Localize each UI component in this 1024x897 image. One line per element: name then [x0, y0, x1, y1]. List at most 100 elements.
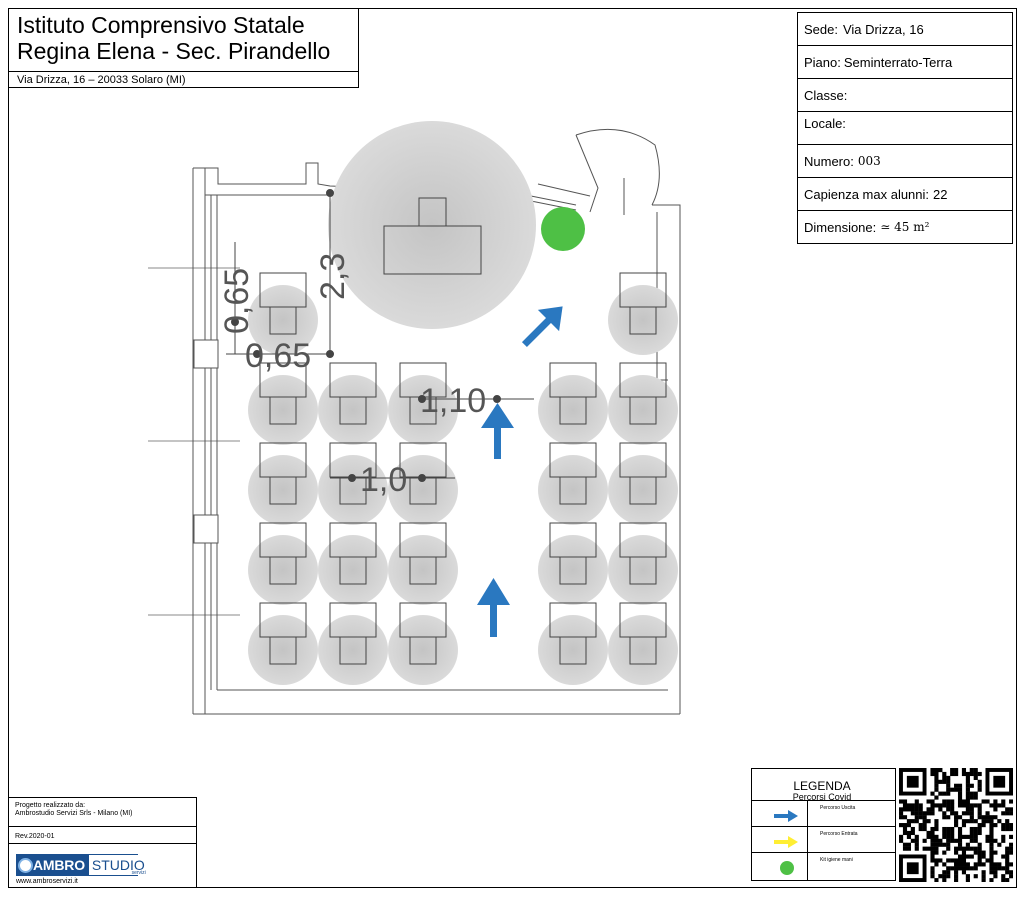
chair-rectangle [339, 396, 367, 425]
chair-rectangle [559, 556, 587, 585]
logo-text-servizi: servizi [131, 870, 146, 876]
exit-arrow-up-2 [477, 578, 510, 637]
school-name-line1: Istituto Comprensivo Statale [17, 12, 305, 38]
info-value-dimensione: ≃ 45 m² [880, 220, 930, 234]
student-desks [248, 272, 678, 685]
seat-distance-circle [248, 375, 318, 445]
student-seat [608, 442, 678, 525]
chair-rectangle [629, 306, 657, 335]
chair-rectangle [269, 476, 297, 505]
info-label-locale: Locale: [804, 116, 846, 131]
info-row-piano: Piano: Seminterrato-Terra [798, 46, 1012, 79]
title-block: Istituto Comprensivo Statale Regina Elen… [8, 8, 359, 88]
info-label-piano: Piano: [804, 54, 841, 70]
arrow-right-icon [774, 810, 798, 822]
seat-distance-circle [248, 455, 318, 525]
seat-distance-circle [608, 615, 678, 685]
seat-distance-circle [608, 535, 678, 605]
legend-symbol-entry [752, 827, 808, 852]
student-seat [538, 602, 608, 685]
logo-right: STUDIO servizi [88, 855, 148, 876]
dim-label-aisle-middle: 1,0 [360, 461, 407, 499]
seat-distance-circle [248, 615, 318, 685]
info-value-piano: Seminterrato-Terra [843, 54, 953, 70]
chair-rectangle [269, 306, 297, 335]
legend-label-exit: Percorso Uscita [820, 805, 856, 811]
chair-rectangle [269, 636, 297, 665]
student-seat [608, 362, 678, 445]
dot-icon [780, 861, 794, 875]
chair-rectangle [409, 556, 437, 585]
info-row-dimensione: Dimensione: ≃ 45 m² [798, 211, 1012, 243]
legend-symbol-sanitizer [752, 853, 808, 880]
info-label-classe: Classe: [804, 87, 848, 103]
info-label-dimensione: Dimensione: [804, 219, 877, 235]
seat-distance-circle [318, 535, 388, 605]
logo-left: AMBRO [17, 855, 89, 875]
legend-box: LEGENDA Percorsi Covid Percorso Uscita P… [751, 768, 896, 881]
seat-distance-circle [248, 285, 318, 355]
student-seat [388, 522, 458, 605]
student-seat [388, 602, 458, 685]
info-row-capienza: Capienza max alunni: 22 [798, 178, 1012, 211]
chair-rectangle [629, 556, 657, 585]
arrow-right-icon [774, 836, 798, 848]
seat-distance-circle [538, 455, 608, 525]
seat-distance-circle [318, 375, 388, 445]
chair-rectangle [339, 636, 367, 665]
seat-distance-circle [248, 535, 318, 605]
company-url[interactable]: www.ambroservizi.it [16, 878, 78, 885]
chair-rectangle [559, 636, 587, 665]
credits-divider [8, 826, 196, 827]
info-label-numero: Numero: [804, 153, 854, 169]
seat-distance-circle [608, 285, 678, 355]
room-info-table: Sede: Via Drizza, 16 Piano: Seminterrato… [797, 12, 1013, 244]
seat-distance-circle [608, 375, 678, 445]
seat-distance-circle [388, 535, 458, 605]
student-seat [318, 602, 388, 685]
student-seat [538, 362, 608, 445]
chair-rectangle [559, 476, 587, 505]
legend-symbol-exit [752, 801, 808, 826]
legend-label-sanitizer: Kit igiene mani [820, 857, 853, 863]
info-value-capienza: 22 [933, 186, 948, 202]
student-seat [318, 362, 388, 445]
seat-distance-circle [388, 375, 458, 445]
student-seat [248, 362, 318, 445]
dim-label-vertical-center: 2,3 [314, 253, 352, 300]
student-seat [248, 272, 318, 355]
logo-text-studio: STUDIO [91, 857, 145, 873]
chair-rectangle [339, 556, 367, 585]
seat-distance-circle [318, 615, 388, 685]
ambrostudio-logo: AMBRO STUDIO servizi [16, 854, 148, 876]
seat-distance-circle [388, 615, 458, 685]
seat-distance-circle [538, 375, 608, 445]
student-seat [608, 522, 678, 605]
credits-divider [8, 843, 196, 844]
dimension-labels: 0,65 2,3 0,65 1,10 1,0 [218, 253, 486, 499]
student-seat [318, 442, 388, 525]
credits-block: Progetto realizzato da: Ambrostudio Serv… [8, 797, 197, 888]
info-row-locale: Locale: [798, 112, 1012, 145]
seat-distance-circle [608, 455, 678, 525]
school-address: Via Drizza, 16 – 20033 Solaro (MI) [17, 74, 186, 86]
extension-lines [148, 267, 240, 616]
revision-label: Rev.2020-01 [15, 833, 55, 840]
info-value-sede: Via Drizza, 16 [842, 21, 924, 37]
seat-distance-circle [388, 455, 458, 525]
info-value-numero: 003 [857, 154, 881, 168]
info-row-numero: Numero: 003 [798, 145, 1012, 178]
student-seat [608, 272, 678, 355]
student-seat [538, 522, 608, 605]
qr-code-icon[interactable] [899, 768, 1013, 882]
school-name-line2: Regina Elena - Sec. Pirandello [17, 38, 331, 64]
student-seat [248, 522, 318, 605]
student-seat [318, 522, 388, 605]
dim-label-horizontal-left: 0,65 [245, 337, 311, 375]
logo-text-ambro: AMBRO [33, 857, 85, 873]
chair-rectangle [269, 556, 297, 585]
legend-row-sanitizer: Kit igiene mani [752, 853, 895, 880]
exit-arrow-diagonal [521, 306, 563, 348]
dim-label-vertical-left: 0,65 [218, 268, 256, 334]
